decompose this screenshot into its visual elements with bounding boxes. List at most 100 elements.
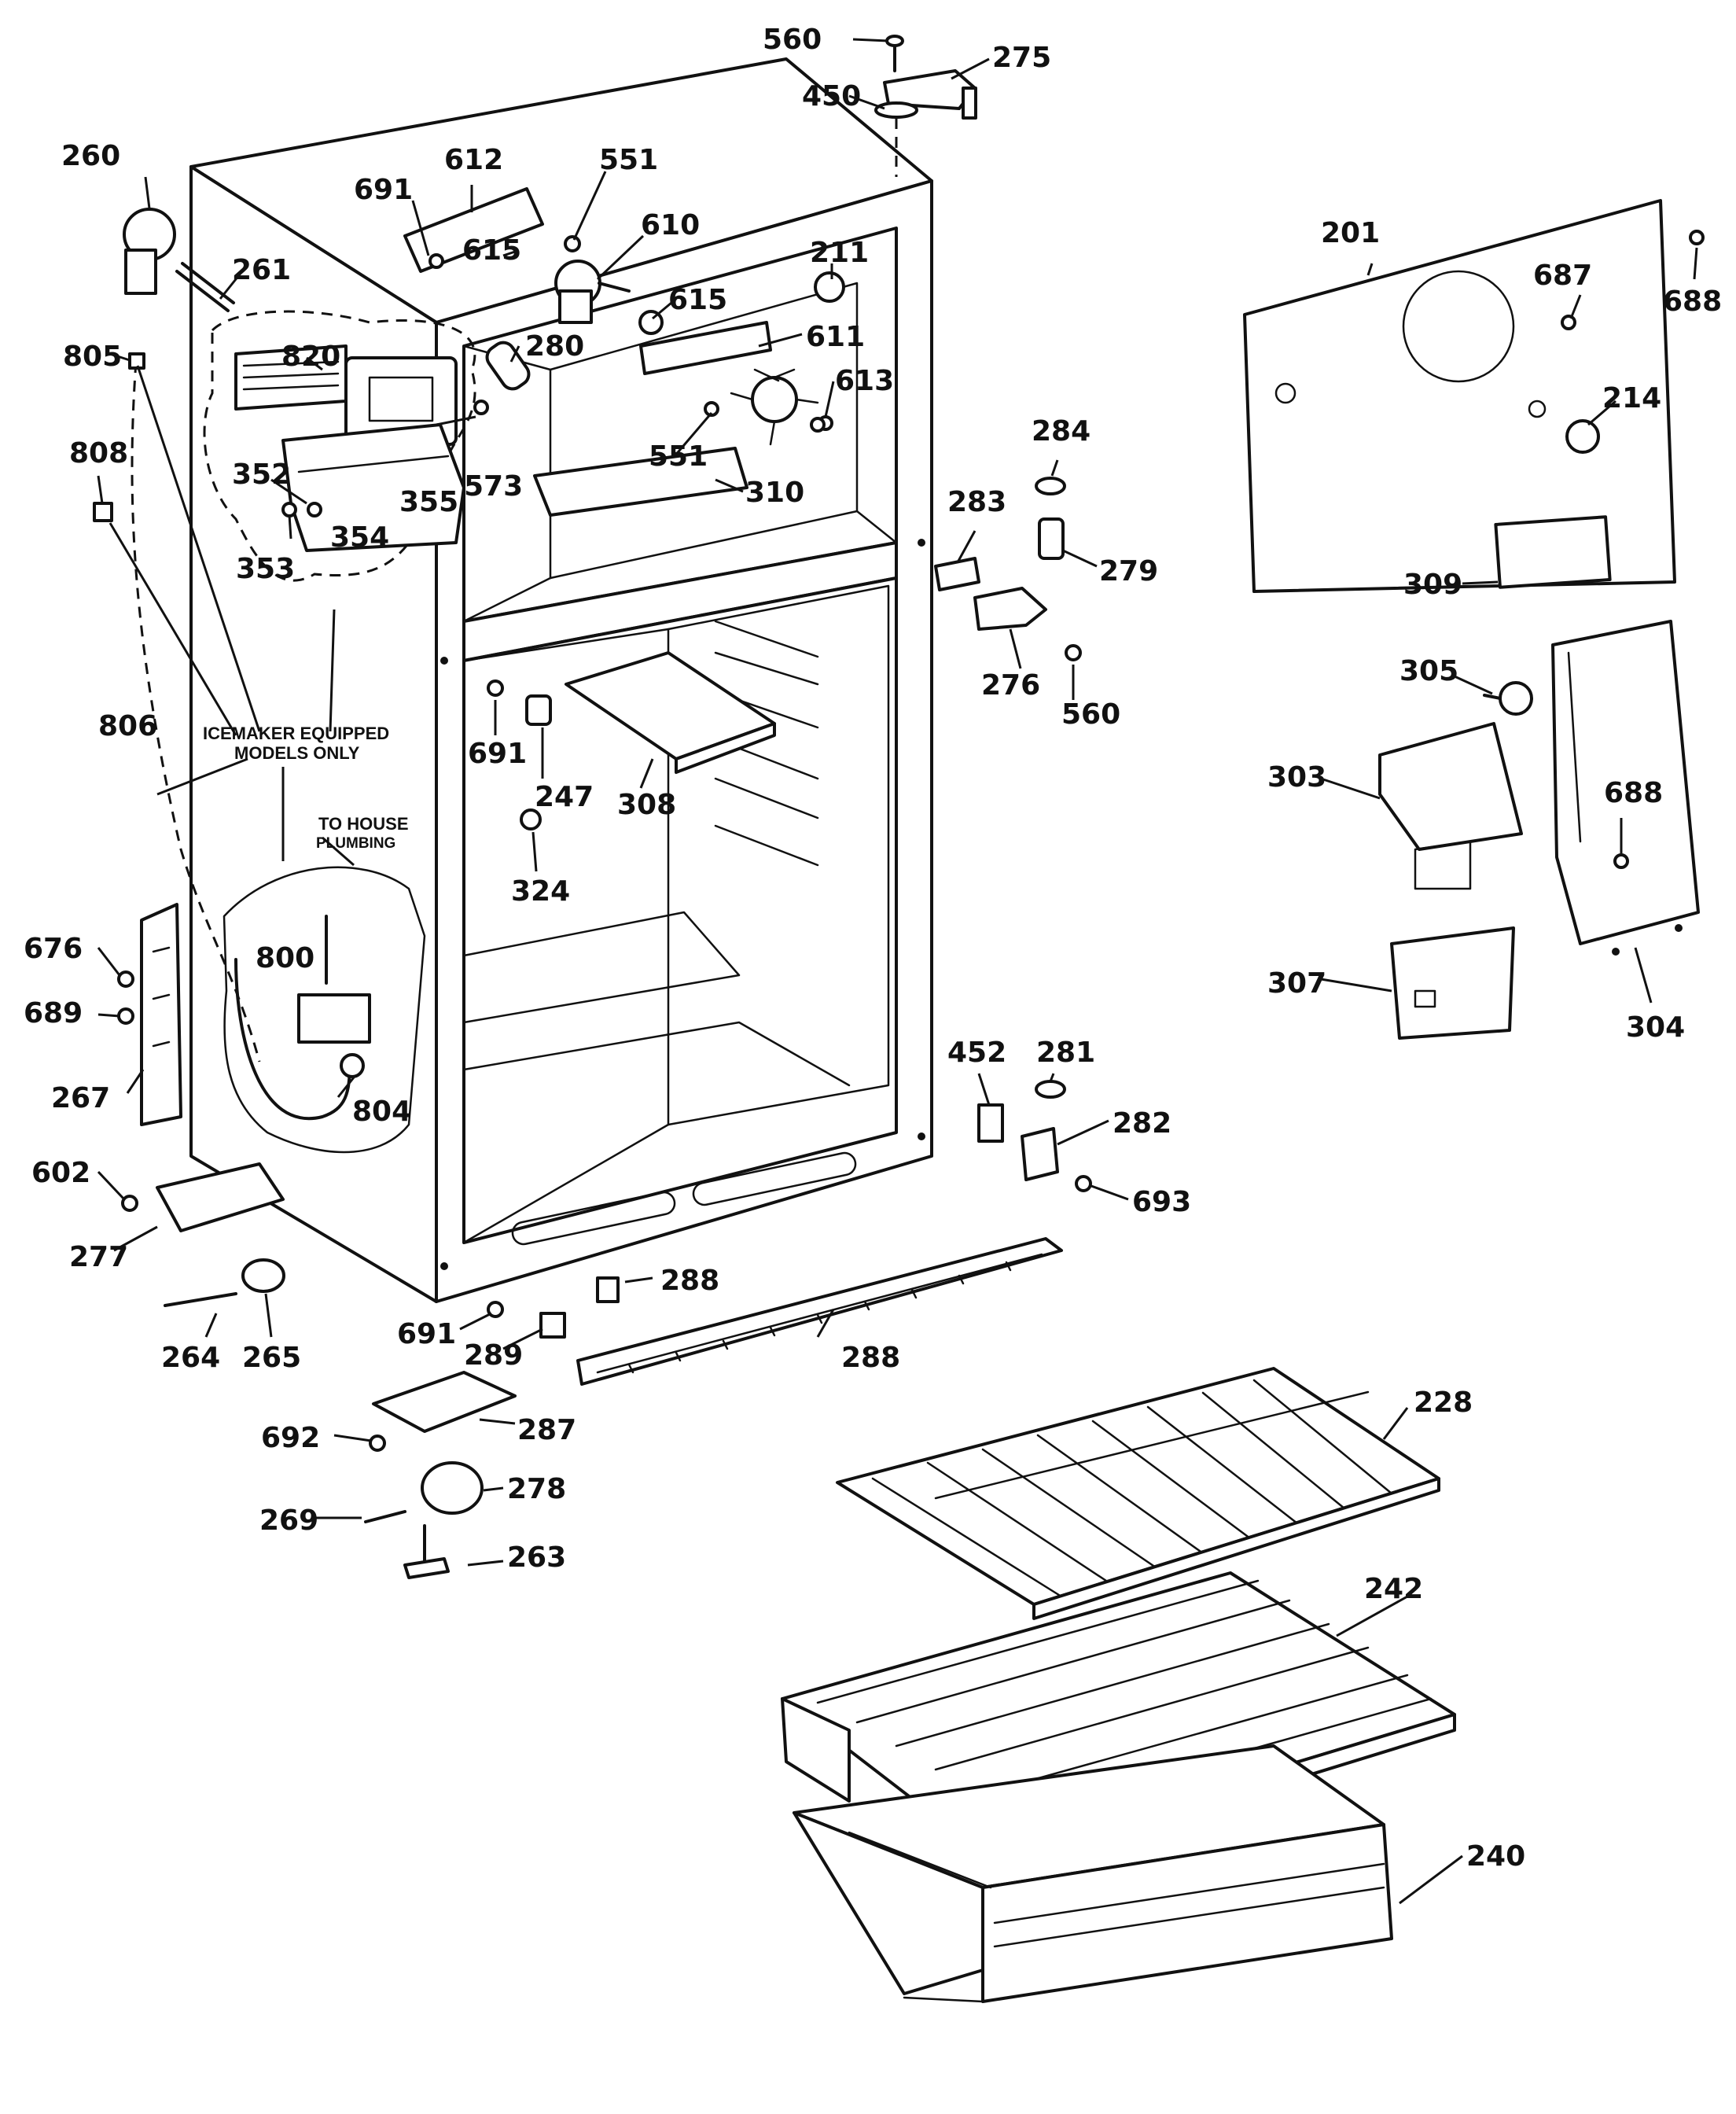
label-820: 820 xyxy=(281,341,340,373)
label-692: 692 xyxy=(261,1422,320,1454)
label-611: 611 xyxy=(806,321,865,353)
top-hinge-275 xyxy=(874,35,977,177)
clip-288 xyxy=(596,1276,620,1303)
label-305: 305 xyxy=(1399,655,1458,687)
clip-289 xyxy=(539,1312,566,1339)
label-240: 240 xyxy=(1466,1840,1525,1873)
label-688-mid: 688 xyxy=(1604,777,1663,809)
label-805: 805 xyxy=(63,341,122,373)
label-676: 676 xyxy=(24,933,83,965)
icemaker-bin-parts xyxy=(1378,620,1700,1040)
label-551-top: 551 xyxy=(599,144,658,176)
label-615-left: 615 xyxy=(462,234,521,267)
label-309: 309 xyxy=(1403,569,1462,601)
label-289: 289 xyxy=(464,1339,523,1372)
shelf-support-247 xyxy=(525,694,552,726)
plug-324 xyxy=(520,808,542,830)
label-201: 201 xyxy=(1321,217,1380,249)
label-261: 261 xyxy=(232,254,291,286)
cabinet xyxy=(189,57,933,1303)
notes: ICEMAKER EQUIPPED MODELS ONLY TO HOUSE P… xyxy=(203,724,409,852)
left-hardware xyxy=(93,208,285,1307)
label-324: 324 xyxy=(511,875,570,908)
label-288-clip: 288 xyxy=(660,1265,719,1297)
leveler-263 xyxy=(403,1524,450,1579)
label-691-mid: 691 xyxy=(468,738,527,770)
label-307: 307 xyxy=(1267,967,1326,1000)
label-265: 265 xyxy=(242,1342,301,1374)
label-228: 228 xyxy=(1414,1387,1473,1419)
icemaker-note-line1: ICEMAKER EQUIPPED xyxy=(203,724,389,743)
pin-269 xyxy=(364,1510,406,1523)
plumbing-callout xyxy=(223,866,426,1154)
label-267: 267 xyxy=(51,1082,110,1114)
label-613: 613 xyxy=(835,365,894,397)
label-288-grille: 288 xyxy=(841,1342,900,1374)
label-308: 308 xyxy=(617,789,676,821)
label-808: 808 xyxy=(69,437,128,470)
crisper-pan-240 xyxy=(793,1744,1393,2003)
label-276: 276 xyxy=(981,669,1040,702)
label-602: 602 xyxy=(31,1157,90,1189)
label-263: 263 xyxy=(507,1541,566,1574)
icemaker-assembly xyxy=(234,344,465,552)
label-804: 804 xyxy=(352,1096,411,1128)
label-269: 269 xyxy=(259,1504,318,1537)
label-691-top: 691 xyxy=(354,174,413,206)
label-247: 247 xyxy=(535,781,594,813)
water-line-806 xyxy=(131,361,261,1063)
label-806: 806 xyxy=(98,710,157,742)
small-screws xyxy=(117,230,1705,1452)
label-355: 355 xyxy=(399,486,458,518)
roller-bracket-287 xyxy=(372,1371,517,1433)
label-260: 260 xyxy=(61,140,120,172)
label-242: 242 xyxy=(1364,1573,1423,1605)
label-612: 612 xyxy=(444,144,503,176)
label-281: 281 xyxy=(1036,1037,1095,1069)
label-287: 287 xyxy=(517,1414,576,1446)
label-283: 283 xyxy=(947,486,1006,518)
plumbing-note-line2: PLUMBING xyxy=(316,835,395,852)
screw-691-inside xyxy=(487,680,504,697)
label-693: 693 xyxy=(1132,1186,1191,1218)
label-214: 214 xyxy=(1602,382,1661,414)
label-304: 304 xyxy=(1626,1011,1685,1044)
leader-lines xyxy=(97,38,1698,1905)
label-211: 211 xyxy=(810,237,869,269)
label-687: 687 xyxy=(1533,260,1592,292)
wire-shelf-228 xyxy=(836,1367,1440,1620)
label-689: 689 xyxy=(24,997,83,1029)
label-691-bottom: 691 xyxy=(397,1318,456,1350)
label-310: 310 xyxy=(745,477,804,509)
freezer-internals xyxy=(403,187,845,517)
label-264: 264 xyxy=(161,1342,220,1374)
label-352: 352 xyxy=(232,459,291,491)
label-800: 800 xyxy=(256,942,314,974)
roller-278 xyxy=(421,1461,484,1515)
label-560-top: 560 xyxy=(763,24,822,56)
freezer-shelf-308 xyxy=(565,651,776,774)
label-688-top: 688 xyxy=(1663,285,1722,318)
label-277: 277 xyxy=(69,1241,128,1273)
label-284: 284 xyxy=(1032,415,1091,447)
label-615-right: 615 xyxy=(668,284,727,316)
label-303: 303 xyxy=(1267,761,1326,794)
label-551-mid: 551 xyxy=(649,440,708,473)
label-280: 280 xyxy=(525,330,584,363)
evaporator-cover-201 xyxy=(1243,199,1676,593)
base-grille-288 xyxy=(576,1237,1063,1386)
icemaker-note-line2: MODELS ONLY xyxy=(234,743,360,763)
label-610: 610 xyxy=(641,209,700,241)
door-hardware xyxy=(934,477,1066,1181)
label-573: 573 xyxy=(464,470,523,503)
label-353: 353 xyxy=(236,553,295,585)
label-282: 282 xyxy=(1113,1107,1171,1140)
label-450: 450 xyxy=(802,80,861,112)
label-354: 354 xyxy=(330,521,389,554)
label-279: 279 xyxy=(1099,555,1158,587)
callout-labels: 560 275 450 260 261 805 808 612 691 551 … xyxy=(24,24,1722,1873)
label-278: 278 xyxy=(507,1473,566,1505)
plumbing-note-line1: TO HOUSE xyxy=(318,814,409,834)
label-560-right: 560 xyxy=(1061,698,1120,731)
